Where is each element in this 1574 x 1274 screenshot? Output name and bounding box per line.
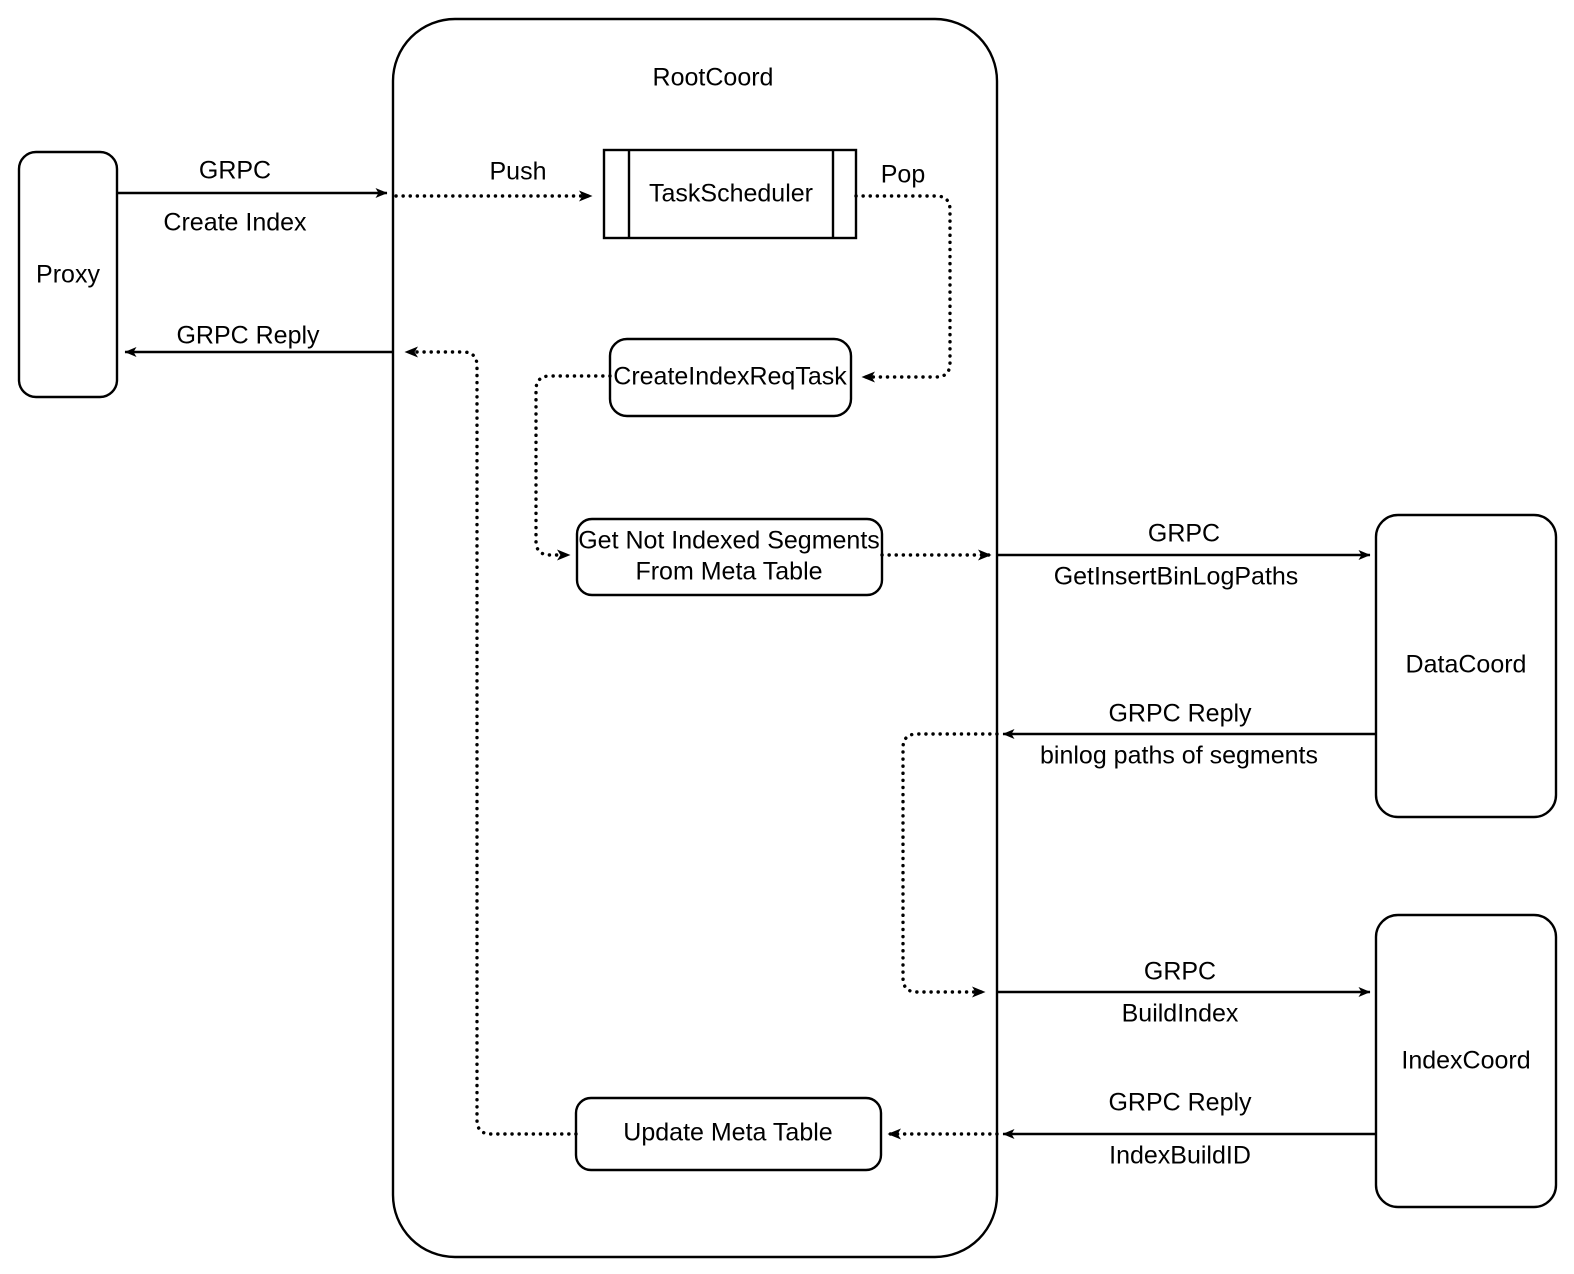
- edge-proxy-to-rootcoord: GRPC Create Index: [117, 157, 388, 237]
- rootcoord-container-shape: [391, 17, 999, 1259]
- proxy-label: Proxy: [36, 261, 100, 289]
- edge-rootcoord-to-proxy-label: GRPC Reply: [176, 322, 320, 350]
- create-index-req-task-label: CreateIndexReqTask: [613, 363, 847, 391]
- get-not-indexed-segments-label-line2: From Meta Table: [635, 558, 822, 586]
- node-data-coord[interactable]: DataCoord: [1374, 513, 1558, 819]
- edge-pop-label: Pop: [881, 161, 925, 189]
- update-meta-table-label: Update Meta Table: [623, 1119, 832, 1147]
- node-get-not-indexed-segments[interactable]: Get Not Indexed Segments From Meta Table: [575, 517, 884, 597]
- proxy-shape: [17, 150, 119, 399]
- edge-create-index-req-task-to-get-segments: [534, 374, 612, 561]
- edge-proxy-to-rootcoord-label-top: GRPC: [199, 157, 271, 185]
- data-coord-label: DataCoord: [1406, 651, 1527, 679]
- node-create-index-req-task[interactable]: CreateIndexReqTask: [608, 337, 853, 418]
- edge-create-index-req-task-to-get-segments-path: [534, 374, 612, 561]
- task-scheduler-shape: [602, 148, 858, 240]
- rootcoord-title: RootCoord: [653, 64, 774, 92]
- edge-rootcoord-to-proxy: GRPC Reply: [124, 322, 393, 357]
- edge-pop: Pop: [854, 161, 952, 383]
- edge-rootcoord-to-datacoord-label-bottom: GetInsertBinLogPaths: [1054, 563, 1299, 591]
- edge-indexcoord-to-rootcoord: GRPC Reply IndexBuildID: [1002, 1089, 1376, 1170]
- node-index-coord[interactable]: IndexCoord: [1374, 913, 1558, 1209]
- edge-push: Push: [394, 158, 594, 202]
- get-not-indexed-segments-shape: [575, 517, 884, 597]
- edge-proxy-to-rootcoord-label-bottom: Create Index: [163, 209, 307, 237]
- get-not-indexed-segments-label-line1: Get Not Indexed Segments: [578, 527, 880, 555]
- edge-update-meta-table-to-grpc-reply-path: [403, 346, 578, 1136]
- edge-indexcoord-to-rootcoord-label-bottom: IndexBuildID: [1109, 1142, 1251, 1170]
- index-coord-label: IndexCoord: [1401, 1047, 1530, 1075]
- node-update-meta-table[interactable]: Update Meta Table: [574, 1096, 883, 1172]
- index-coord-shape: [1374, 913, 1558, 1209]
- edge-pop-path: [854, 194, 952, 383]
- edge-rootcoord-to-datacoord: GRPC GetInsertBinLogPaths: [997, 520, 1371, 591]
- edge-datacoord-to-rootcoord: GRPC Reply binlog paths of segments: [1002, 700, 1376, 770]
- edge-rootcoord-to-indexcoord: GRPC BuildIndex: [997, 958, 1371, 1028]
- edge-indexcoord-to-rootcoord-label-top: GRPC Reply: [1108, 1089, 1252, 1117]
- edge-binlog-reply-to-buildindex: [901, 732, 999, 998]
- edge-binlog-reply-to-buildindex-path: [901, 732, 999, 998]
- node-proxy[interactable]: Proxy: [17, 150, 119, 399]
- edge-rootcoord-to-indexcoord-label-top: GRPC: [1144, 958, 1216, 986]
- rootcoord-container: RootCoord: [391, 17, 999, 1259]
- data-coord-shape: [1374, 513, 1558, 819]
- edge-datacoord-to-rootcoord-label-top: GRPC Reply: [1108, 700, 1252, 728]
- edge-update-meta-table-to-grpc-reply: [403, 346, 578, 1136]
- edge-push-label: Push: [490, 158, 547, 186]
- edge-rootcoord-to-indexcoord-label-bottom: BuildIndex: [1122, 1000, 1239, 1028]
- node-task-scheduler[interactable]: TaskScheduler: [602, 148, 858, 240]
- edge-rootcoord-to-datacoord-label-top: GRPC: [1148, 520, 1220, 548]
- task-scheduler-label: TaskScheduler: [649, 180, 813, 208]
- edge-datacoord-to-rootcoord-label-bottom: binlog paths of segments: [1040, 742, 1318, 770]
